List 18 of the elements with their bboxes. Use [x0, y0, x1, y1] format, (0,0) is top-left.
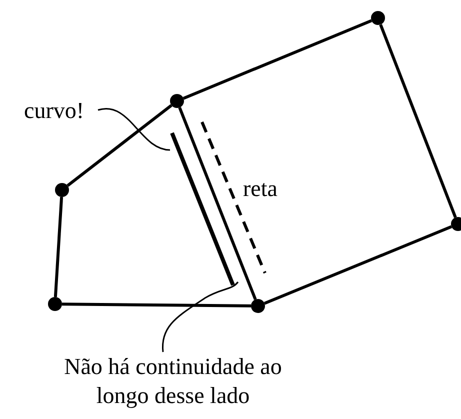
polygon-side: [182, 19, 372, 100]
vertex-dot: [48, 297, 62, 311]
polygon-side: [66, 104, 172, 187]
polygon-side: [264, 225, 452, 305]
polygon-side: [379, 24, 457, 218]
polygon-side: [54, 196, 64, 298]
vertex-dot: [251, 299, 265, 313]
vertex-dot: [371, 11, 385, 25]
polygon-side: [178, 106, 257, 300]
line-label: reta: [243, 175, 278, 203]
vertex-dot: [170, 94, 184, 108]
vertex-dot: [451, 217, 461, 231]
vertex-dot: [55, 183, 69, 197]
polygon-side: [62, 302, 252, 308]
leader-line: [98, 108, 170, 151]
leader-line: [162, 282, 239, 352]
annotation-text: curvo!: [8, 96, 100, 125]
annotation-text: Não há continuidade ao longo desse lado: [48, 352, 298, 410]
